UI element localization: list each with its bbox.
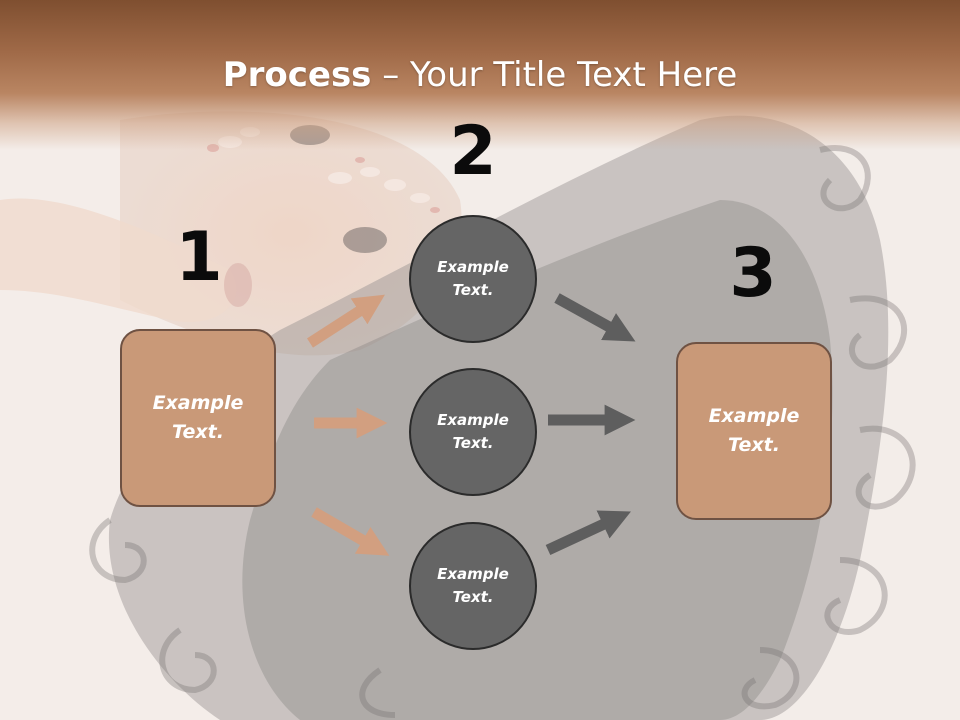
circle-bottom-line2: Text. [452,588,494,606]
step-number-3: 3 [729,234,777,313]
circle-top: Example Text. [409,215,537,343]
circle-middle: Example Text. [409,368,537,496]
circle-bottom-line1: Example [437,565,509,583]
right-box-line2: Text. [728,434,780,456]
left-box-line2: Text. [172,421,224,443]
arrow-left-to-bottom [311,507,390,556]
title-banner [0,0,960,150]
right-box: Example Text. [676,342,832,520]
circle-top-line2: Text. [452,281,494,299]
left-box: Example Text. [120,329,276,507]
left-box-line1: Example [152,392,244,414]
title-bold: Process [222,55,372,95]
step-number-1: 1 [175,218,223,297]
circle-middle-line1: Example [437,411,509,429]
arrow-left-to-top [307,294,385,348]
circle-top-line1: Example [437,258,509,276]
title-rest: – Your Title Text Here [371,55,738,95]
arrow-bottom-to-right [545,510,631,555]
step-number-2: 2 [449,112,497,191]
right-box-line1: Example [708,405,800,427]
slide-title: Process – Your Title Text Here [0,52,960,98]
arrow-top-to-right [554,293,636,342]
circle-middle-line2: Text. [452,434,494,452]
circle-bottom: Example Text. [409,522,537,650]
